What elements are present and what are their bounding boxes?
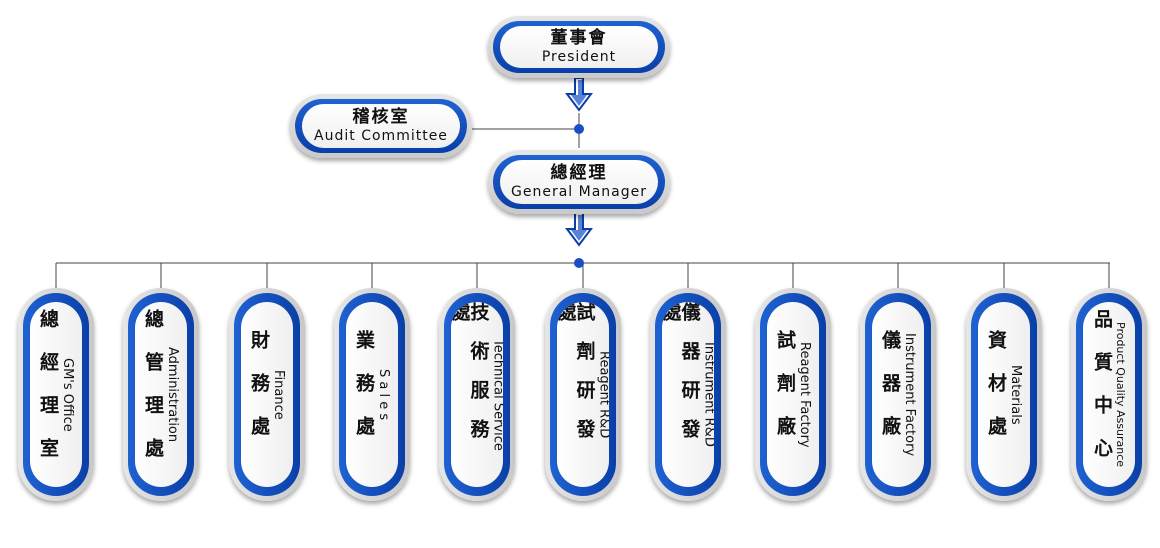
junction-dot (574, 258, 584, 268)
junction-dot (574, 124, 584, 134)
audit-en: Audit Committee (314, 127, 448, 144)
department-zh: 品質中心 (1091, 308, 1113, 481)
department-zh: 業務處 (353, 330, 375, 459)
department-zh: 試劑廠 (774, 330, 796, 459)
department-en: Reagent R&D (596, 350, 610, 439)
department-zh: 儀器廠 (879, 330, 901, 459)
audit-node: 稽核室 Audit Committee (290, 94, 472, 158)
department-en: S a l e s (376, 368, 391, 421)
gm-zh: 總經理 (550, 163, 608, 184)
audit-zh: 稽核室 (352, 107, 410, 128)
department-zh: 總管理處 (142, 308, 164, 481)
department-en: Instrument Factory (902, 332, 917, 457)
department-zh: 技術服務處 (451, 302, 490, 458)
gm-en: General Manager (511, 183, 647, 200)
department-en: Technical Service (490, 338, 504, 451)
department-en: Finance (271, 369, 286, 420)
president-en: President (541, 48, 617, 65)
department-en: Product Quality Assurance (1114, 321, 1127, 468)
department-en: Reagent Factory (797, 341, 812, 448)
department-en: Administration (165, 346, 180, 443)
department-en: Materials (1008, 364, 1023, 425)
department-zh: 財務處 (248, 330, 270, 459)
down-arrow-icon (565, 77, 593, 112)
president-zh: 董事會 (550, 28, 608, 49)
department-zh: 儀器研發處 (662, 302, 701, 458)
department-zh: 資材處 (985, 330, 1007, 459)
department-zh: 試劑研發處 (557, 302, 596, 458)
general-manager-node: 總經理 General Manager (488, 150, 670, 214)
president-node: 董事會 President (488, 16, 670, 78)
down-arrow-icon (565, 212, 593, 247)
department-zh: 總經理室 (37, 308, 59, 481)
department-en: GM's Office (60, 357, 75, 432)
department-en: Instrument R&D (701, 342, 715, 447)
